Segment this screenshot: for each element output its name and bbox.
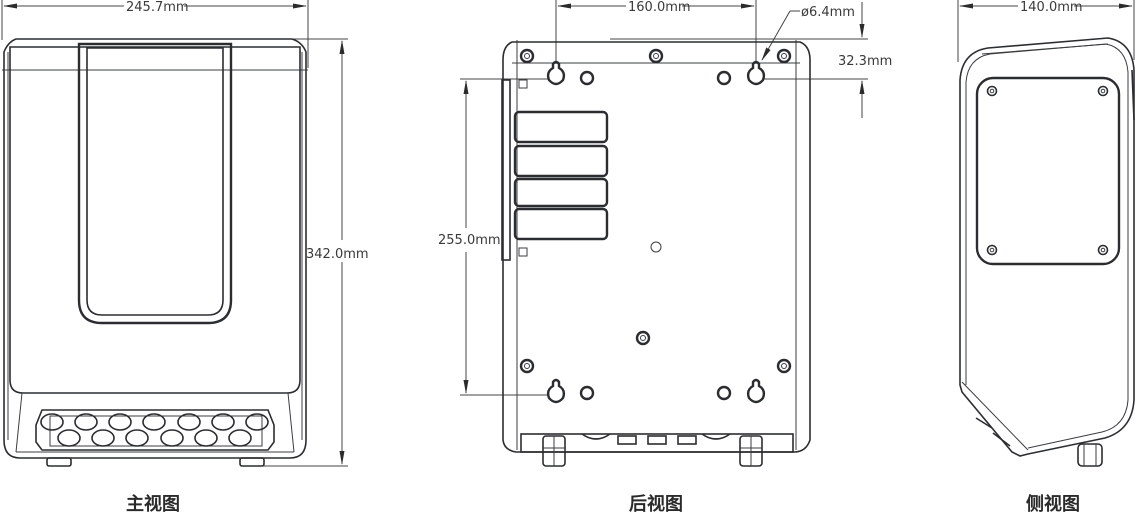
vent-fins bbox=[513, 110, 609, 241]
side-view-caption: 侧视图 bbox=[1026, 493, 1080, 515]
front-foot-left bbox=[46, 457, 72, 467]
front-width-label: 245.7mm bbox=[126, 0, 189, 15]
hole-diameter-label: ø6.4mm bbox=[801, 5, 855, 20]
front-height-label: 342.0mm bbox=[306, 247, 369, 262]
side-depth-label: 140.0mm bbox=[1020, 0, 1083, 15]
hole-offset-dimension: 32.3mm bbox=[610, 2, 892, 118]
side-panel bbox=[975, 76, 1121, 266]
front-view-caption: 主视图 bbox=[126, 493, 180, 515]
front-height-dimension: 342.0mm bbox=[200, 38, 369, 467]
side-view: 140.0mm 侧视图 bbox=[957, 0, 1135, 515]
back-hole-spacing-label: 160.0mm bbox=[628, 0, 691, 15]
vertical-hole-spacing-label: 255.0mm bbox=[438, 233, 501, 248]
gland-bottom-row bbox=[57, 429, 252, 447]
back-hole-spacing-dimension: 160.0mm bbox=[555, 0, 757, 64]
back-view: 160.0mm ø6.4mm 32.3mm 255.0mm bbox=[438, 0, 892, 515]
front-width-dimension: 245.7mm bbox=[1, 0, 309, 68]
back-view-caption: 后视图 bbox=[629, 493, 683, 515]
display-window bbox=[77, 42, 233, 325]
side-depth-dimension: 140.0mm bbox=[957, 0, 1135, 62]
gland-top-row bbox=[40, 413, 269, 431]
vertical-hole-spacing-dimension: 255.0mm bbox=[438, 78, 548, 396]
side-cable-gland bbox=[1077, 443, 1103, 467]
screw-bosses bbox=[519, 48, 792, 401]
front-foot-right bbox=[239, 457, 265, 467]
hole-offset-label: 32.3mm bbox=[838, 54, 892, 69]
hole-diameter-callout: ø6.4mm bbox=[761, 5, 855, 61]
keyhole-slots bbox=[546, 60, 766, 404]
cable-gland-block bbox=[35, 409, 275, 451]
back-cable-glands bbox=[542, 435, 763, 467]
front-view: 245.7mm 342.0mm bbox=[1, 0, 369, 515]
